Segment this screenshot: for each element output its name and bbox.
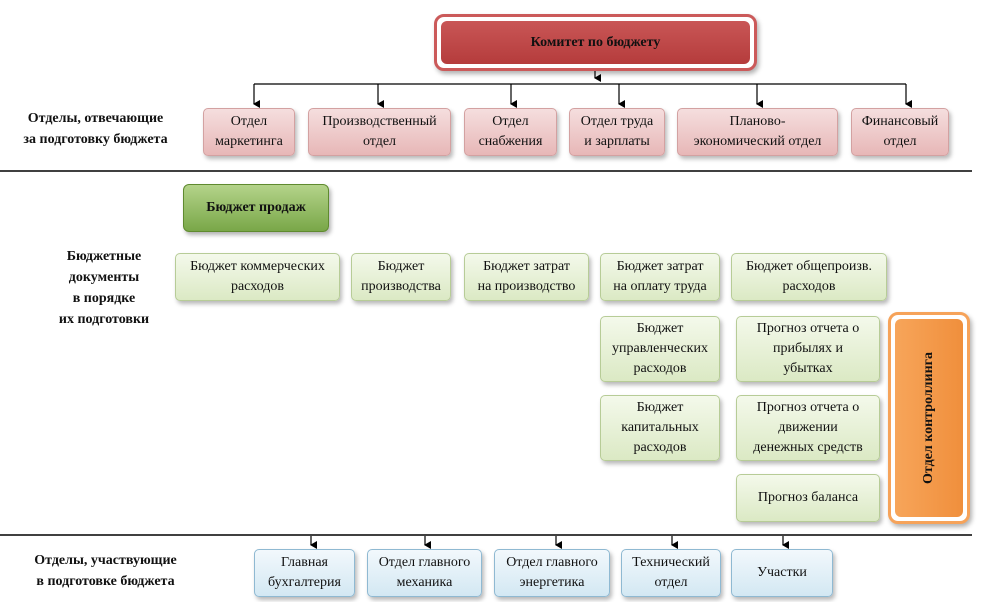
sales-budget-box: Бюджет продаж <box>183 184 329 232</box>
dept-chief-mechanic: Отдел главного механика <box>367 549 482 597</box>
dept-supply: Отдел снабжения <box>464 108 557 156</box>
dept-labor-salary: Отдел труда и зарплаты <box>569 108 665 156</box>
labor-costs-budget: Бюджет затрат на оплату труда <box>600 253 720 301</box>
budget-committee-label: Комитет по бюджету <box>441 21 750 64</box>
commercial-expenses-budget: Бюджет коммерческих расходов <box>175 253 340 301</box>
cash-flow-forecast: Прогноз отчета о движении денежных средс… <box>736 395 880 461</box>
production-budget: Бюджет производства <box>351 253 451 301</box>
controlling-department-box: Отдел контроллинга <box>888 312 970 524</box>
dept-marketing: Отдел маркетинга <box>203 108 295 156</box>
budget-documents-label: Бюджетные документы в порядке их подгото… <box>58 249 150 327</box>
dept-main-accounting: Главная бухгалтерия <box>254 549 355 597</box>
dept-finance: Финансовый отдел <box>851 108 949 156</box>
profit-loss-forecast: Прогноз отчета о прибылях и убытках <box>736 316 880 382</box>
responsible-departments-label: Отделы, отвечающие за подготовку бюджета <box>23 111 168 147</box>
dept-sites: Участки <box>731 549 833 597</box>
management-expenses-budget: Бюджет управленческих расходов <box>600 316 720 382</box>
production-costs-budget: Бюджет затрат на производство <box>464 253 589 301</box>
budget-committee-box: Комитет по бюджету <box>434 14 757 71</box>
dept-technical: Технический отдел <box>621 549 721 597</box>
dept-production: Производственный отдел <box>308 108 451 156</box>
overhead-expenses-budget: Бюджет общепроизв. расходов <box>731 253 887 301</box>
balance-forecast: Прогноз баланса <box>736 474 880 522</box>
dept-chief-energy: Отдел главного энергетика <box>494 549 610 597</box>
dept-planning-economic: Планово- экономический отдел <box>677 108 838 156</box>
controlling-department-label: Отдел контроллинга <box>921 351 936 485</box>
capital-expenses-budget: Бюджет капитальных расходов <box>600 395 720 461</box>
participating-departments-label: Отделы, участвующие в подготовке бюджета <box>34 553 177 589</box>
